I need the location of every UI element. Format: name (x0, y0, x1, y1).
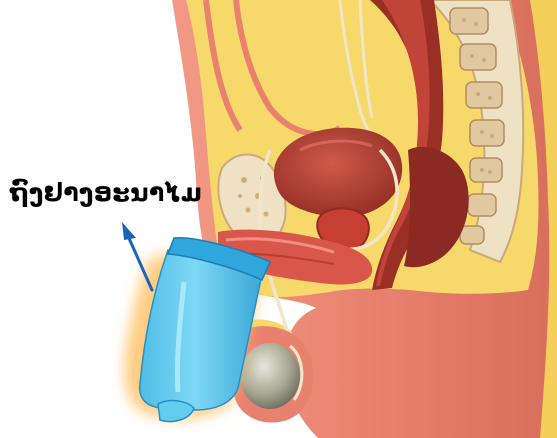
condom-label: ຖົງຢາງອະນາໄມ (10, 178, 202, 207)
arrow-icon (122, 222, 152, 290)
testis (240, 343, 300, 409)
